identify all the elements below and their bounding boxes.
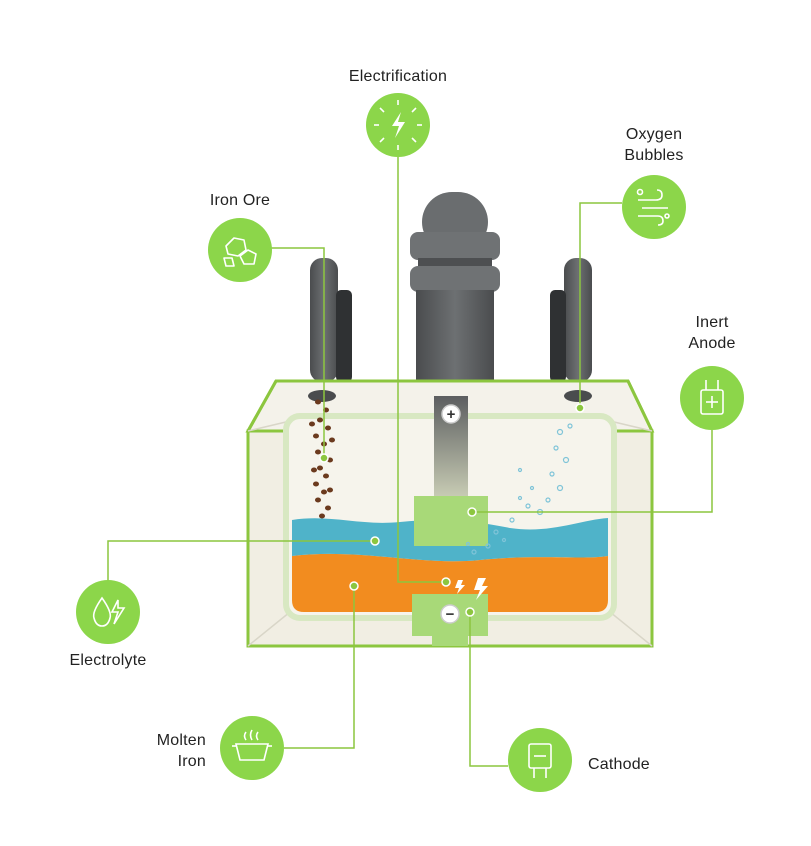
lightning-bolt-icon bbox=[374, 100, 422, 150]
iron-ore-label: Iron Ore bbox=[209, 192, 271, 209]
molten-iron-label: Molten Iron bbox=[110, 730, 206, 772]
oxygen-bubble bbox=[465, 541, 471, 547]
oxygen-bubble bbox=[501, 537, 507, 543]
anode-terminal-symbol: + bbox=[447, 406, 456, 423]
iron-ore-particle bbox=[315, 497, 321, 503]
molten-iron-label-line2: Iron bbox=[177, 753, 206, 770]
inert-anode-label-line1: Inert bbox=[695, 314, 729, 331]
oxygen-bubble bbox=[471, 549, 477, 555]
anode-terminal bbox=[441, 404, 461, 424]
iron-ore-particle bbox=[319, 513, 325, 519]
electrolyte-label: Electrolyte bbox=[69, 652, 147, 669]
oxygen-bubble bbox=[509, 517, 515, 523]
oxygen-bubble bbox=[517, 495, 523, 501]
inert-anode-label: Inert Anode bbox=[662, 312, 762, 354]
iron-ore-particle bbox=[315, 399, 321, 405]
callout-lines bbox=[107, 157, 713, 767]
oxygen-bubble bbox=[517, 467, 523, 473]
oxygen-bubbles-label-line1: Oxygen bbox=[625, 126, 683, 143]
iron-ore-particle bbox=[315, 449, 321, 455]
electrification-icon-group bbox=[366, 93, 430, 157]
right-gas-pipe bbox=[550, 258, 592, 382]
molten-iron-icon-group bbox=[220, 716, 284, 780]
oxygen-bubble bbox=[485, 543, 491, 549]
left-feed-pipe bbox=[310, 258, 352, 382]
inert-anode-plate bbox=[414, 496, 488, 546]
pot-steam-icon bbox=[232, 729, 272, 761]
inert-anode-icon-group bbox=[680, 366, 744, 430]
iron-ore-particle bbox=[327, 487, 333, 493]
oxygen-bubbles-label: Oxygen Bubbles bbox=[604, 124, 704, 166]
electrification-label: Electrification bbox=[348, 68, 448, 85]
iron-ore-particle bbox=[325, 425, 331, 431]
iron-ore-particle bbox=[321, 489, 327, 495]
anode-plus-icon bbox=[700, 380, 724, 415]
electrolyte-icon-group bbox=[76, 580, 140, 644]
top-electrodes bbox=[310, 192, 592, 382]
oxygen-bubble bbox=[556, 428, 564, 436]
iron-ore-particle bbox=[309, 421, 315, 427]
oxygen-bubble bbox=[567, 423, 573, 429]
ore-inlet-opening bbox=[308, 390, 336, 402]
spark-icons bbox=[455, 578, 488, 600]
inert-anode-label-line2: Anode bbox=[688, 335, 736, 352]
anode-electrode-column bbox=[410, 192, 500, 382]
ore-rocks-icon bbox=[223, 237, 257, 267]
iron-ore-particle bbox=[325, 505, 331, 511]
oxygen-bubble bbox=[529, 485, 535, 491]
iron-ore-particle bbox=[317, 417, 323, 423]
oxygen-bubble bbox=[549, 471, 555, 477]
oxygen-bubble bbox=[545, 497, 551, 503]
cathode-terminal-symbol: − bbox=[446, 606, 455, 623]
oxygen-bubbles-icon-group bbox=[622, 175, 686, 239]
cathode-terminal bbox=[440, 604, 460, 624]
cathode-minus-icon bbox=[528, 743, 552, 778]
cathode-icon-group bbox=[508, 728, 572, 792]
iron-ore-particles bbox=[309, 399, 335, 519]
oxygen-bubbles-label-line2: Bubbles bbox=[624, 147, 684, 164]
iron-ore-particle bbox=[317, 465, 323, 471]
oxygen-bubble bbox=[562, 456, 570, 464]
wind-bubbles-icon bbox=[636, 188, 670, 226]
oxygen-bubble bbox=[553, 445, 559, 451]
iron-ore-particle bbox=[323, 473, 329, 479]
iron-ore-particle bbox=[313, 481, 319, 487]
oxygen-bubble bbox=[525, 503, 531, 509]
gas-outlet-opening bbox=[564, 390, 592, 402]
cathode-label: Cathode bbox=[588, 756, 650, 773]
iron-ore-particle bbox=[313, 433, 319, 439]
electrolysis-cell: + − bbox=[245, 379, 655, 648]
iron-ore-particle bbox=[329, 437, 335, 443]
molten-iron-label-line1: Molten bbox=[156, 732, 206, 749]
droplet-bolt-icon bbox=[92, 596, 126, 627]
oxygen-bubble bbox=[493, 529, 499, 535]
iron-ore-icon-group bbox=[208, 218, 272, 282]
iron-ore-particle bbox=[311, 467, 317, 473]
callout-dots bbox=[319, 403, 585, 617]
oxygen-bubble bbox=[556, 484, 564, 492]
